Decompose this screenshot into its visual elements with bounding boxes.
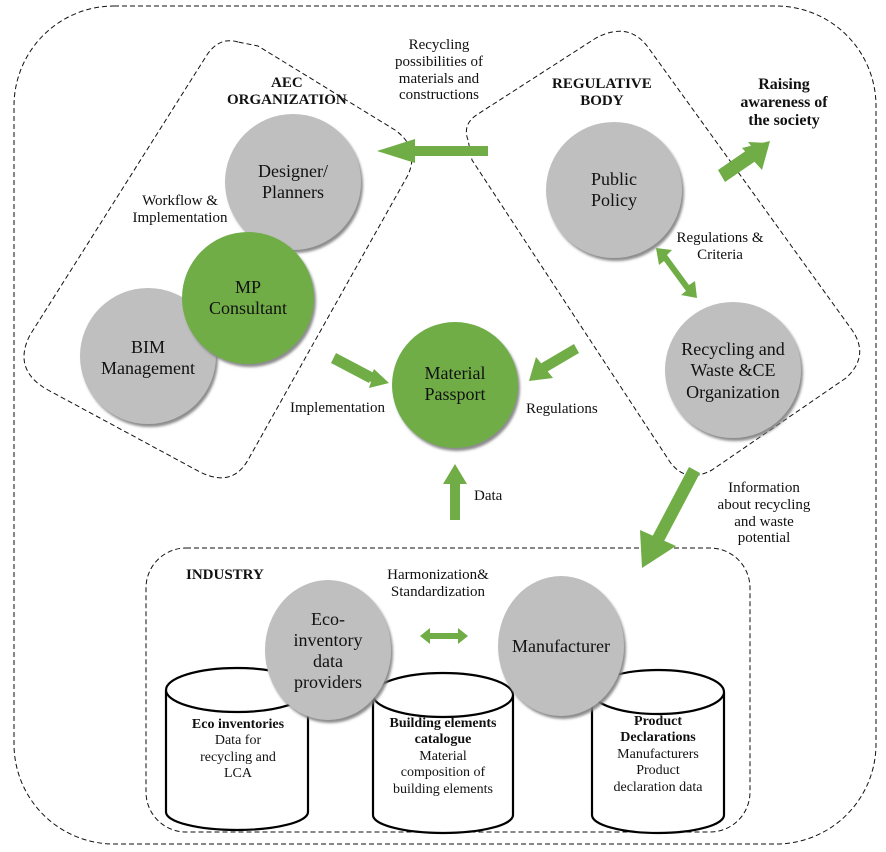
label-harmonization: Harmonization& Standardization — [376, 567, 500, 601]
industry-label-text: INDUSTRY — [186, 567, 264, 583]
arrow-regulations-criteria — [656, 248, 697, 298]
db-building-elements-title: Building elements catalogue — [389, 716, 497, 748]
node-mp-consultant-circle — [182, 232, 314, 364]
label-workflow: Workflow & Implementation — [124, 193, 236, 227]
node-manufacturer-circle — [498, 576, 624, 716]
db-product-declarations — [590, 668, 726, 835]
aec-label-text: AEC ORGANIZATION — [227, 75, 347, 108]
node-bim: BIM Management — [80, 326, 216, 390]
db-product-declarations-text: Product Declarations Manufacturers Produ… — [592, 714, 724, 796]
regulative-label-text: REGULATIVE BODY — [552, 76, 652, 109]
label-data-text: Data — [474, 488, 503, 504]
node-eco-inventory: Eco- inventory data providers — [265, 606, 391, 696]
db-building-elements-body: Material composition of building element… — [393, 748, 493, 797]
arrow-raising-awareness-shaft — [718, 148, 757, 182]
group-label-regulative: REGULATIVE BODY — [552, 76, 652, 110]
arrow-data — [443, 464, 467, 520]
node-public-policy-circle — [546, 122, 682, 258]
node-designer-text: Designer/ Planners — [258, 160, 328, 202]
arrow-regulations-head — [529, 357, 553, 381]
node-material-passport: Material Passport — [392, 354, 518, 414]
group-label-aec: AEC ORGANIZATION — [227, 75, 347, 109]
arrow-recycling-possibilities — [377, 139, 488, 163]
db-eco-inventories-title: Eco inventories — [191, 717, 285, 732]
label-implementation: Implementation — [290, 400, 385, 417]
label-regulations-text: Regulations — [526, 401, 598, 417]
node-public-policy-text: Public Policy — [590, 168, 637, 210]
label-raising-awareness: Raising awareness of the society — [720, 76, 848, 130]
arrow-implementation-shaft — [331, 353, 374, 383]
arrow-raising-awareness-head — [742, 141, 770, 170]
node-eco-inventory-text: Eco- inventory data providers — [293, 608, 363, 693]
node-manufacturer-text: Manufacturer — [512, 636, 610, 657]
arrow-harmonization — [420, 628, 468, 644]
node-mp-consultant: MP Consultant — [182, 268, 314, 328]
label-data: Data — [474, 488, 502, 505]
node-recycling-org-text: Recycling and Waste &CE Organization — [681, 339, 785, 402]
arrow-regulations-shaft — [540, 344, 579, 373]
db-building-elements — [371, 671, 515, 835]
label-regulations-criteria: Regulations & Criteria — [670, 230, 770, 264]
node-eco-inventory-circle — [265, 580, 391, 720]
db-eco-inventories-body: Data for recycling and LCA — [200, 733, 276, 782]
node-bim-circle — [80, 288, 216, 424]
label-raising-awareness-text: Raising awareness of the society — [740, 76, 828, 129]
label-recycling-possibilities: Recycling possibilities of materials and… — [374, 37, 504, 104]
node-material-passport-text: Material Passport — [424, 362, 486, 404]
node-recycling-org-circle — [665, 302, 801, 438]
db-eco-inventories-text: Eco inventories Data for recycling and L… — [168, 717, 308, 783]
label-information: Information about recycling and waste po… — [712, 480, 816, 547]
label-recycling-possibilities-text: Recycling possibilities of materials and… — [395, 37, 483, 104]
db-product-declarations-body: Manufacturers Product declaration data — [613, 746, 703, 795]
group-label-industry: INDUSTRY — [186, 567, 264, 584]
regulative-boundary — [465, 30, 861, 476]
arrow-information-shaft — [651, 467, 700, 545]
node-recycling-org: Recycling and Waste &CE Organization — [665, 334, 801, 408]
label-information-text: Information about recycling and waste po… — [717, 480, 811, 547]
arrow-information-head — [640, 530, 676, 568]
outer-boundary — [13, 5, 877, 845]
label-workflow-text: Workflow & Implementation — [132, 193, 228, 226]
node-manufacturer: Manufacturer — [495, 630, 627, 664]
node-public-policy: Public Policy — [546, 158, 682, 222]
node-designer: Designer/ Planners — [225, 150, 361, 214]
node-mp-consultant-text: MP Consultant — [208, 276, 287, 318]
node-designer-circle — [225, 114, 361, 250]
db-building-elements-text: Building elements catalogue Material com… — [372, 716, 514, 798]
label-regulations-criteria-text: Regulations & Criteria — [676, 230, 764, 263]
label-implementation-text: Implementation — [290, 400, 385, 416]
node-bim-text: BIM Management — [101, 336, 195, 378]
db-product-declarations-title: Product Declarations — [620, 714, 696, 746]
node-material-passport-circle — [392, 322, 518, 448]
label-harmonization-text: Harmonization& Standardization — [387, 567, 489, 600]
label-regulations: Regulations — [526, 401, 598, 418]
